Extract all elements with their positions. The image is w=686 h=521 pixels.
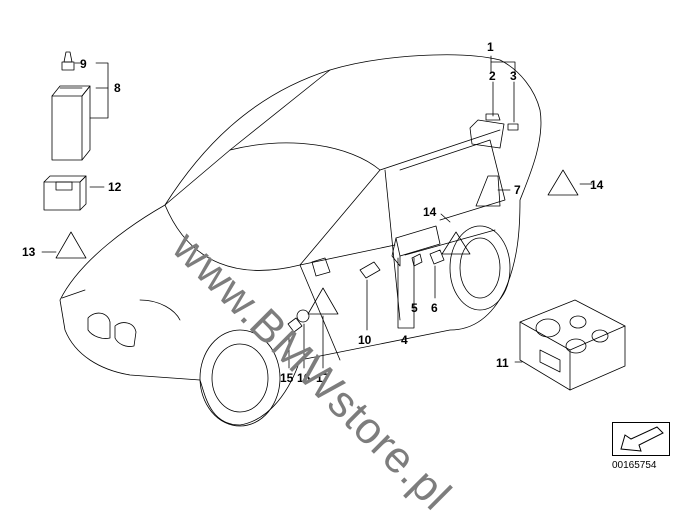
parts-diagram: 9 8 12 13 1 2 3 7 14 14 5 6 4 10 11 15 1…	[22, 40, 626, 427]
callout-10: 10	[358, 333, 372, 347]
callout-3: 3	[510, 69, 517, 83]
callout-16: 16	[297, 371, 311, 385]
callout-7: 7	[514, 183, 521, 197]
callout-labels: 9 8 12 13 1 2 3 7 14 14 5 6 4 10 11 15 1…	[22, 40, 604, 385]
triangle-17	[307, 287, 339, 315]
part-16-socket	[296, 309, 310, 323]
callout-4: 4	[401, 333, 408, 347]
callout-12: 12	[108, 180, 122, 194]
part-12-socket	[43, 175, 87, 211]
triangle-14-mid	[441, 231, 471, 255]
callout-2: 2	[489, 69, 496, 83]
callout-17: 17	[316, 371, 330, 385]
part-5-door-lamp	[391, 225, 441, 267]
part-9-bulb	[61, 51, 75, 71]
triangle-14-right	[547, 169, 579, 196]
callout-11: 11	[496, 356, 509, 370]
part-6-bulb	[429, 249, 445, 265]
car-outline	[59, 54, 542, 427]
orientation-box	[612, 422, 670, 456]
callout-1: 1	[487, 40, 494, 54]
document-number: 00165754	[612, 460, 657, 471]
part-1-interior-lamp	[469, 113, 519, 149]
callout-5: 5	[411, 301, 418, 315]
part-10-bulb	[359, 261, 381, 279]
callout-9: 9	[80, 57, 87, 71]
leader-lines	[41, 55, 593, 369]
callout-14-mid: 14	[423, 205, 437, 219]
triangle-13	[55, 231, 87, 259]
callout-15: 15	[280, 371, 294, 385]
callout-8: 8	[114, 81, 121, 95]
part-15-bulb	[287, 317, 303, 333]
direction-arrow-icon	[620, 426, 664, 452]
part-7-cover	[475, 175, 501, 207]
callout-13: 13	[22, 245, 36, 259]
part-11-kit	[519, 299, 626, 391]
callout-14-right: 14	[590, 178, 604, 192]
callout-6: 6	[431, 301, 438, 315]
part-8-lamp	[51, 85, 91, 161]
